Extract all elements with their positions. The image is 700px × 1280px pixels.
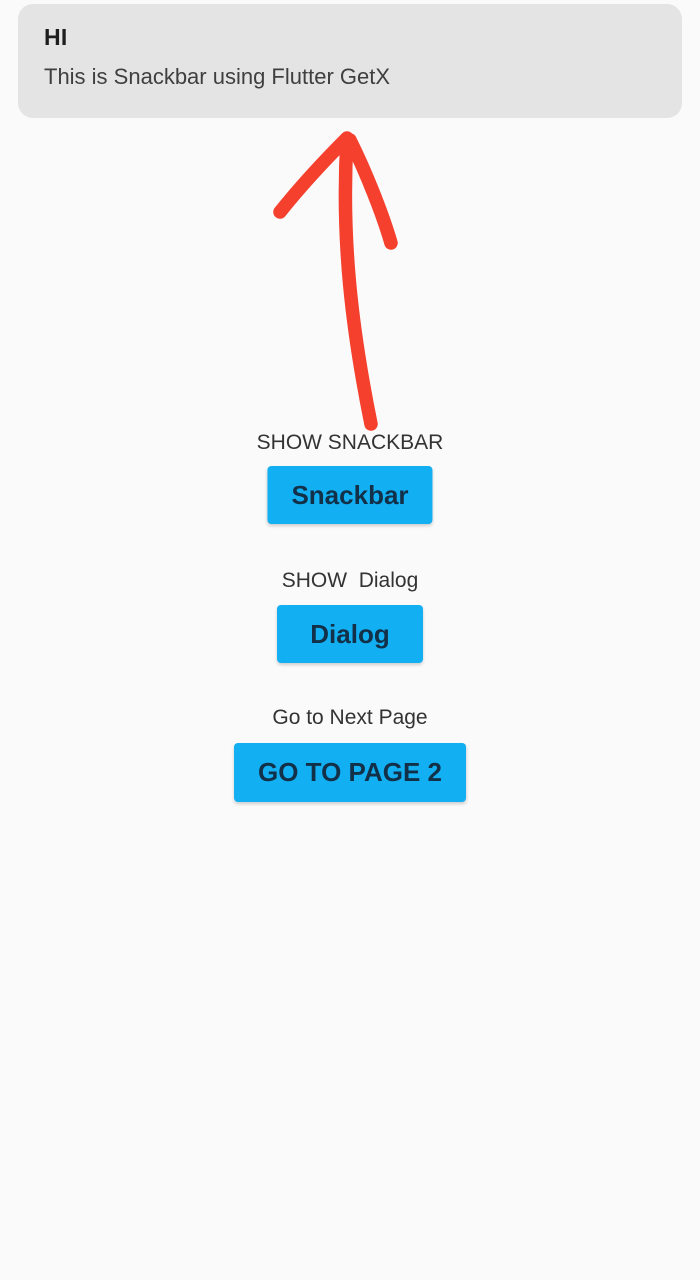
arrow-stem [338, 132, 378, 431]
arrow-left-wing [273, 131, 354, 219]
dialog-button[interactable]: Dialog [277, 605, 423, 663]
snackbar-button[interactable]: Snackbar [267, 466, 433, 524]
arrow-right-wing [343, 133, 398, 250]
snackbar[interactable]: HI This is Snackbar using Flutter GetX [18, 4, 682, 118]
show-snackbar-label: SHOW SNACKBAR [256, 431, 444, 454]
go-to-next-page-label: Go to Next Page [272, 706, 428, 729]
snackbar-title: HI [44, 24, 68, 50]
snackbar-message: This is Snackbar using Flutter GetX [44, 64, 391, 90]
show-dialog-label: SHOW Dialog [281, 569, 419, 592]
go-to-page-2-button[interactable]: GO TO PAGE 2 [234, 743, 466, 802]
